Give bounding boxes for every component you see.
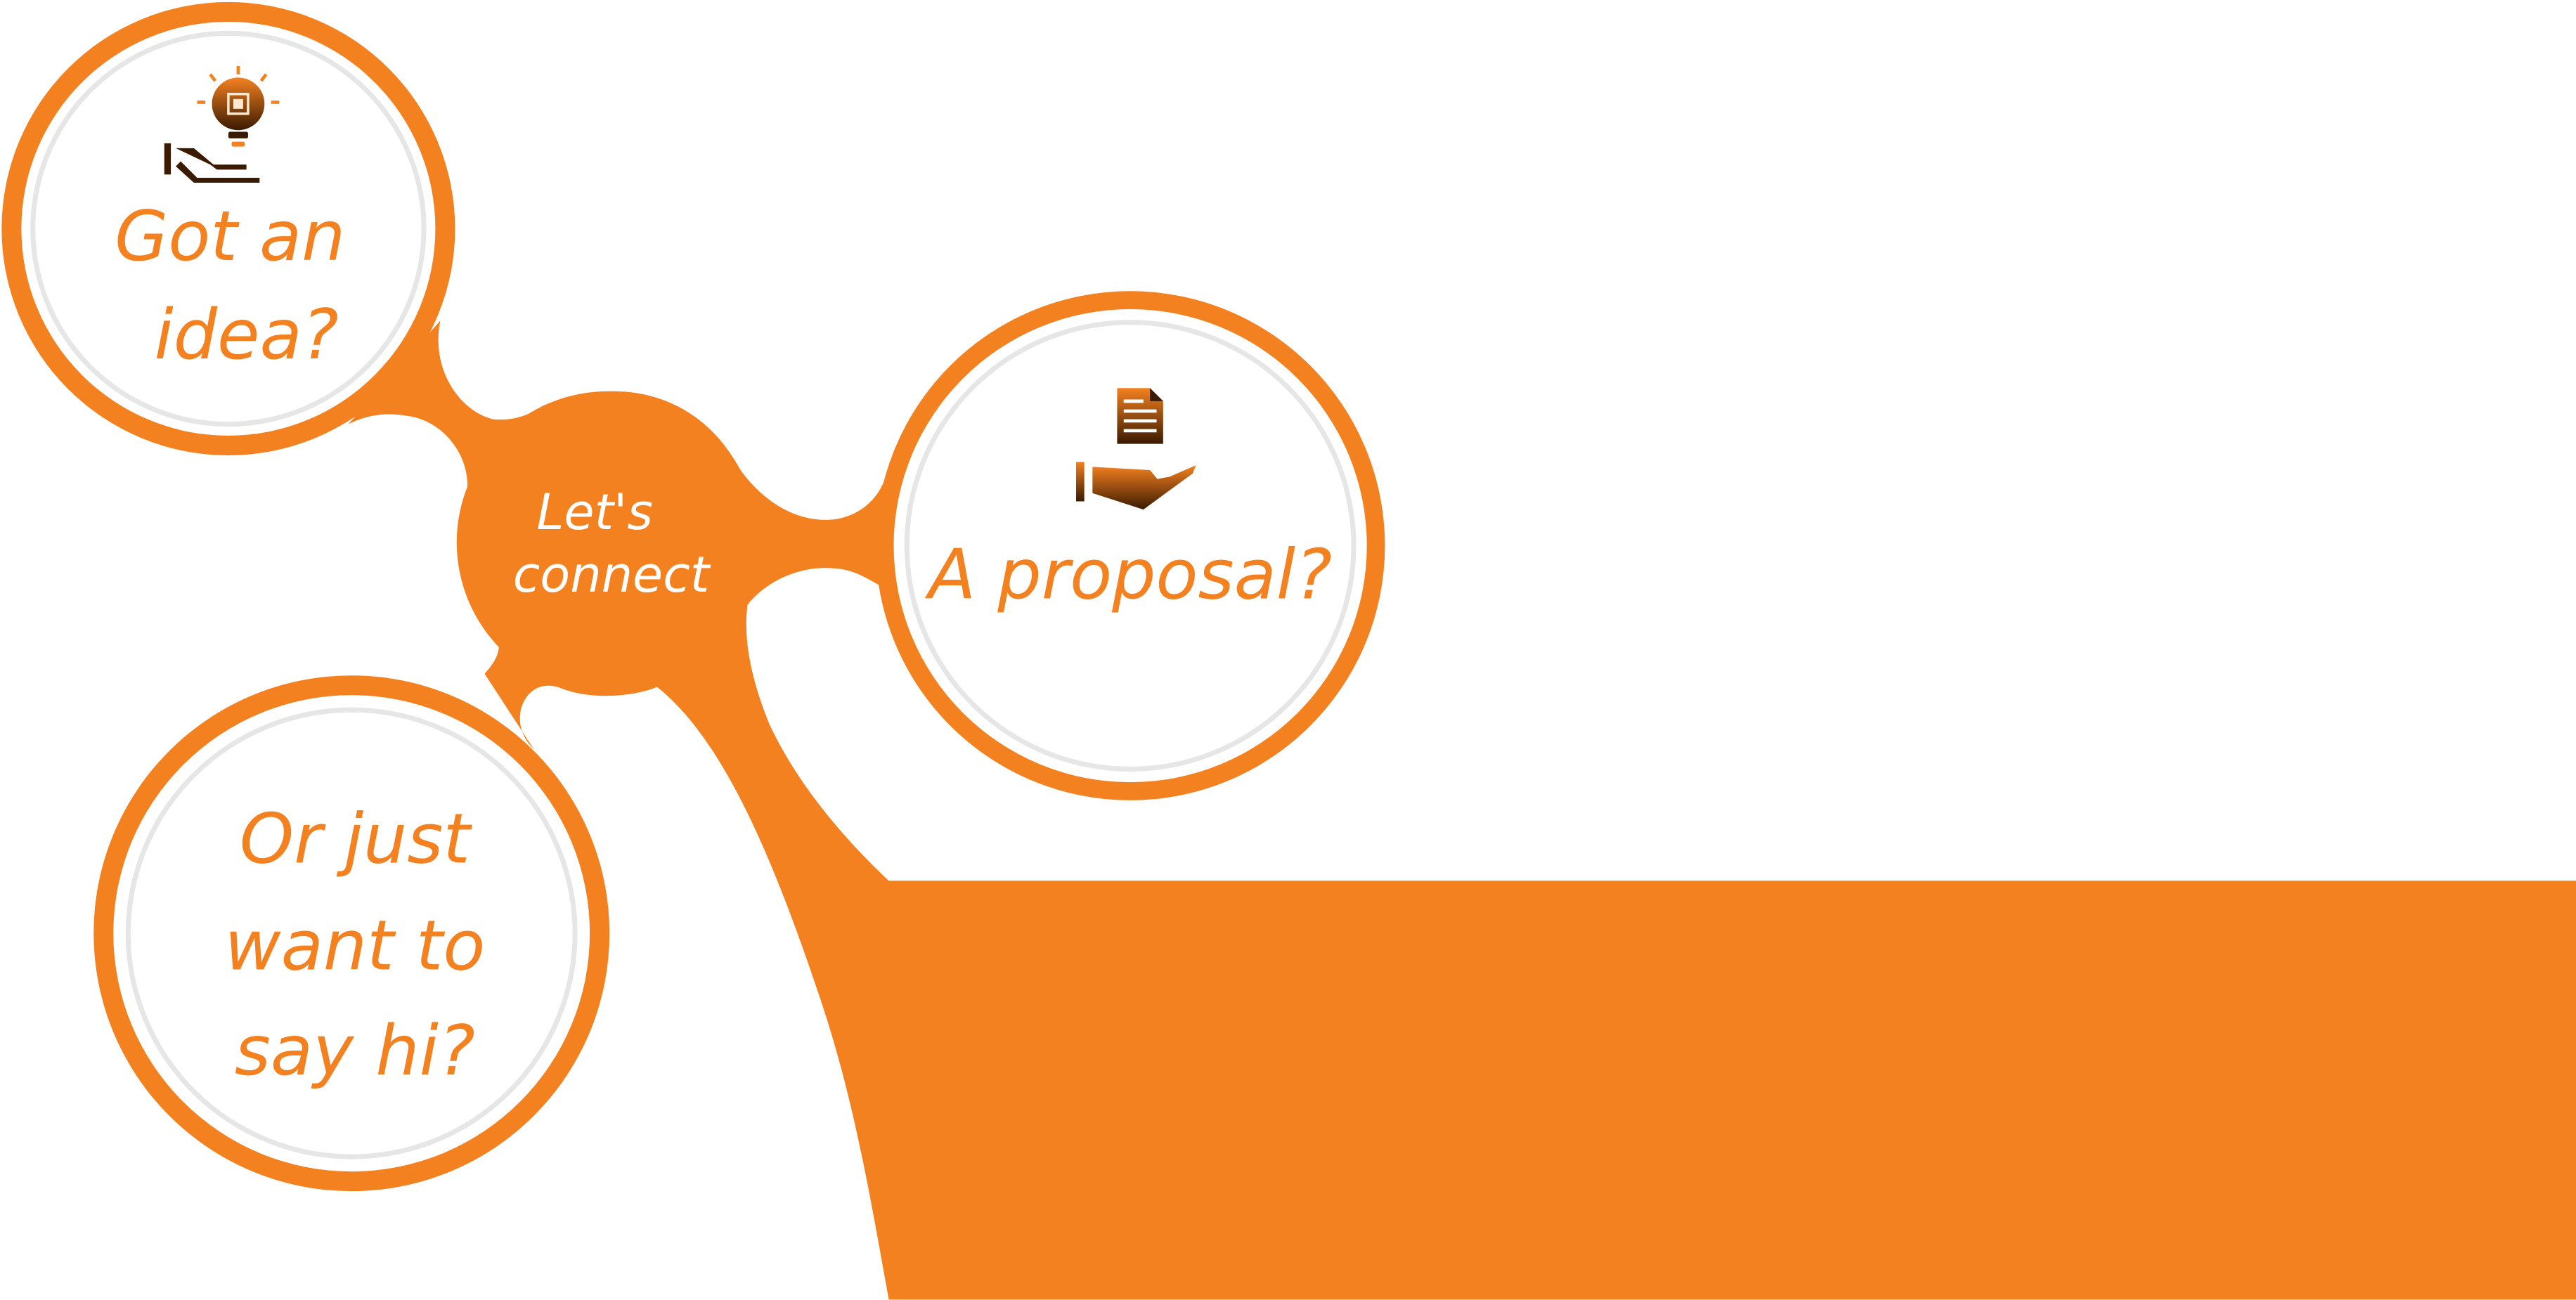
say-hi-line-2: want to [224,906,485,987]
document-hand-icon [1075,388,1196,510]
hub-label-line-1: Let's [536,483,652,541]
orange-banner [656,604,2576,1300]
proposal-line-1: A proposal? [924,535,1332,615]
idea-line-1: Got an [115,197,345,277]
bubble-idea [1,1,455,456]
hub-core [456,391,759,694]
idea-line-2: idea? [154,295,338,375]
bubble-say-hi [93,675,610,1192]
hub-label-line-2: connect [513,546,711,604]
bubble-proposal [875,291,1385,800]
say-hi-line-1: Or just [240,800,472,880]
say-hi-line-3: say hi? [235,1011,475,1091]
lightbulb-hand-icon [164,66,280,183]
